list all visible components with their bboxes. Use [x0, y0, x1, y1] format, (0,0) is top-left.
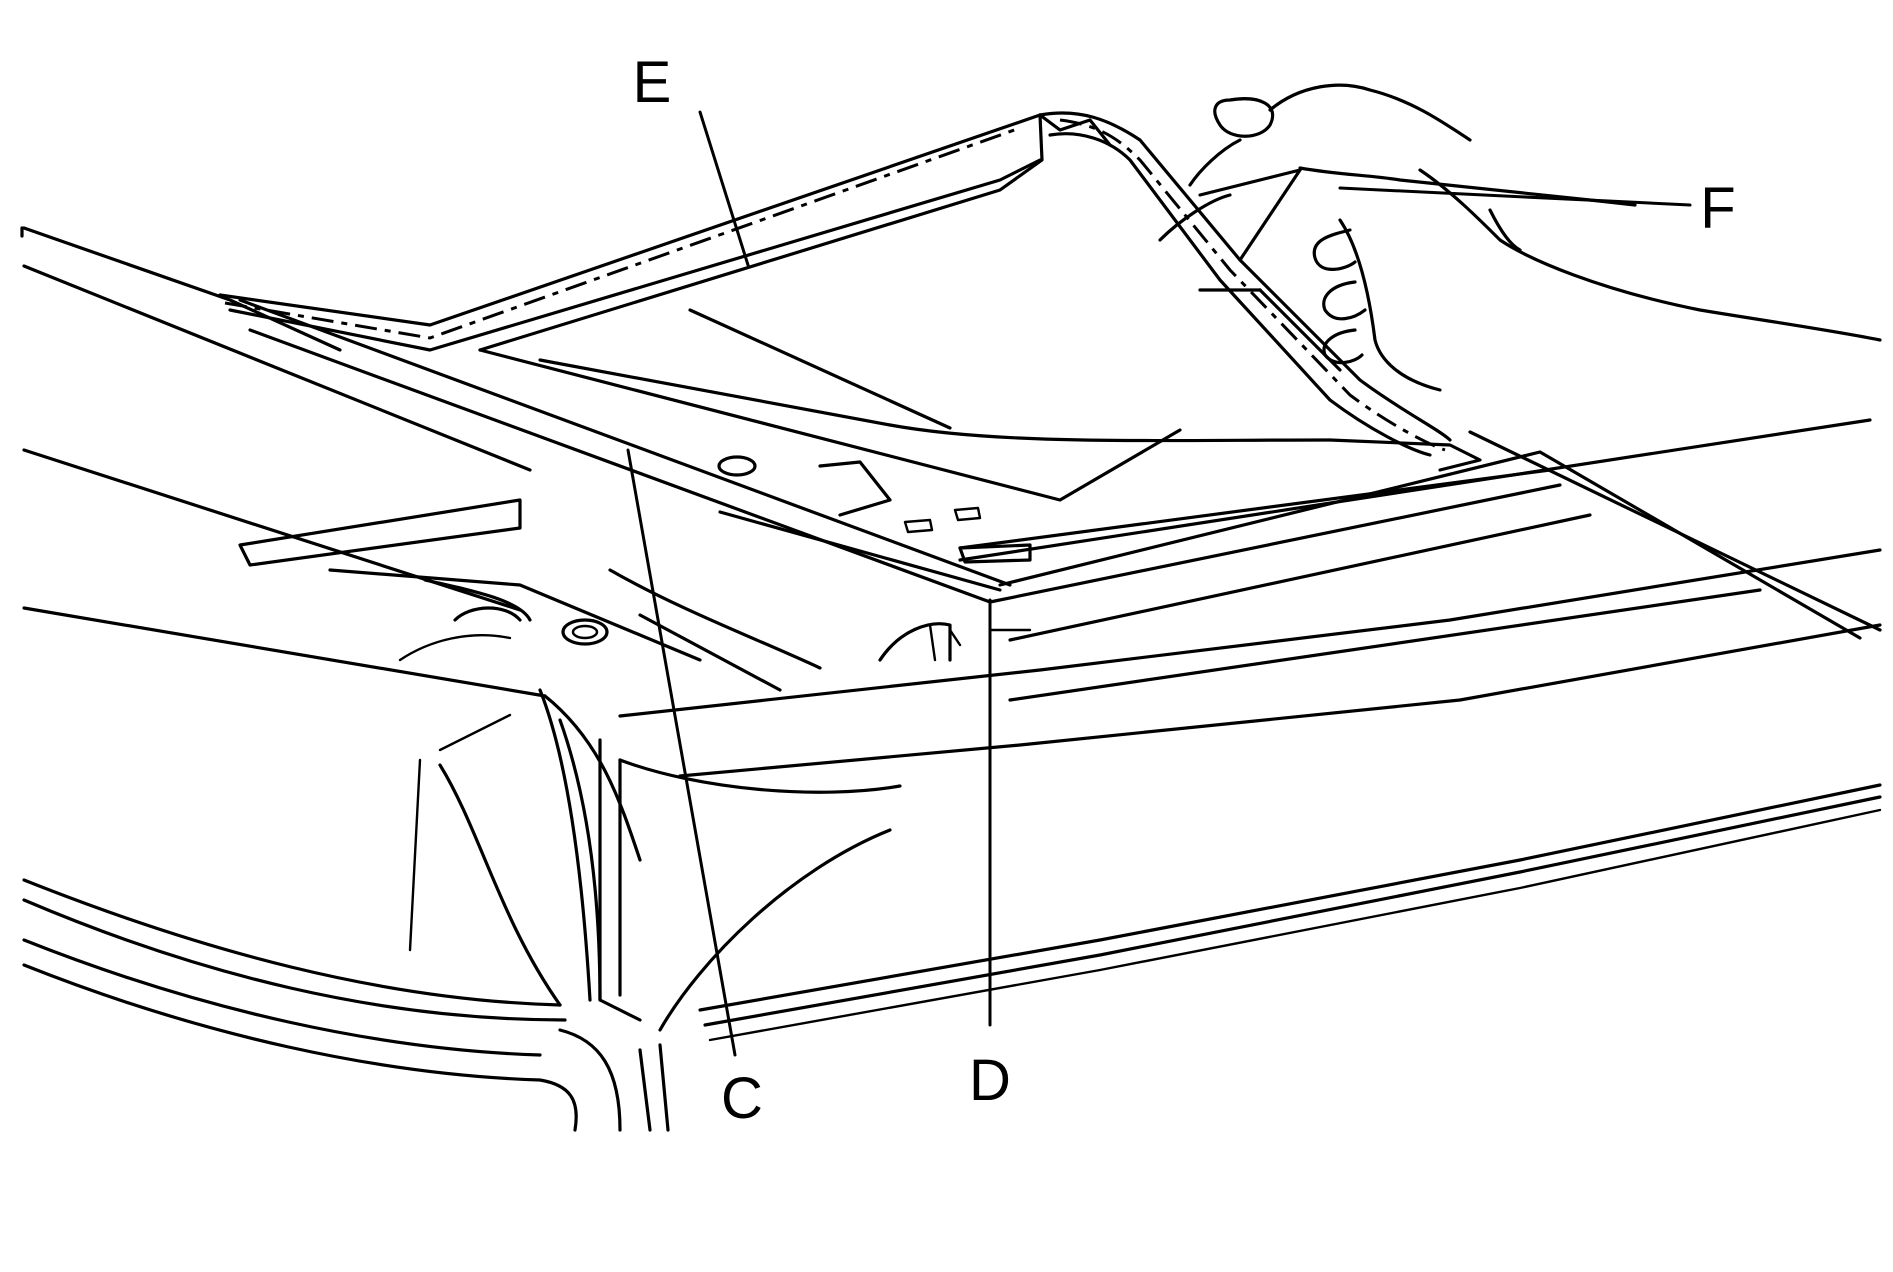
callout-label-d: D: [969, 1048, 1011, 1113]
callout-leaders: [626, 110, 1692, 1057]
callout-label-f: F: [1700, 176, 1735, 241]
left-front-body: [22, 498, 702, 1132]
callout-label-c: C: [721, 1066, 763, 1131]
sunroof-opening-details: [453, 455, 1552, 692]
hand-illustration: [1158, 83, 1882, 392]
roof-body-lines: [20, 226, 1882, 1042]
callout-label-e: E: [633, 50, 672, 115]
